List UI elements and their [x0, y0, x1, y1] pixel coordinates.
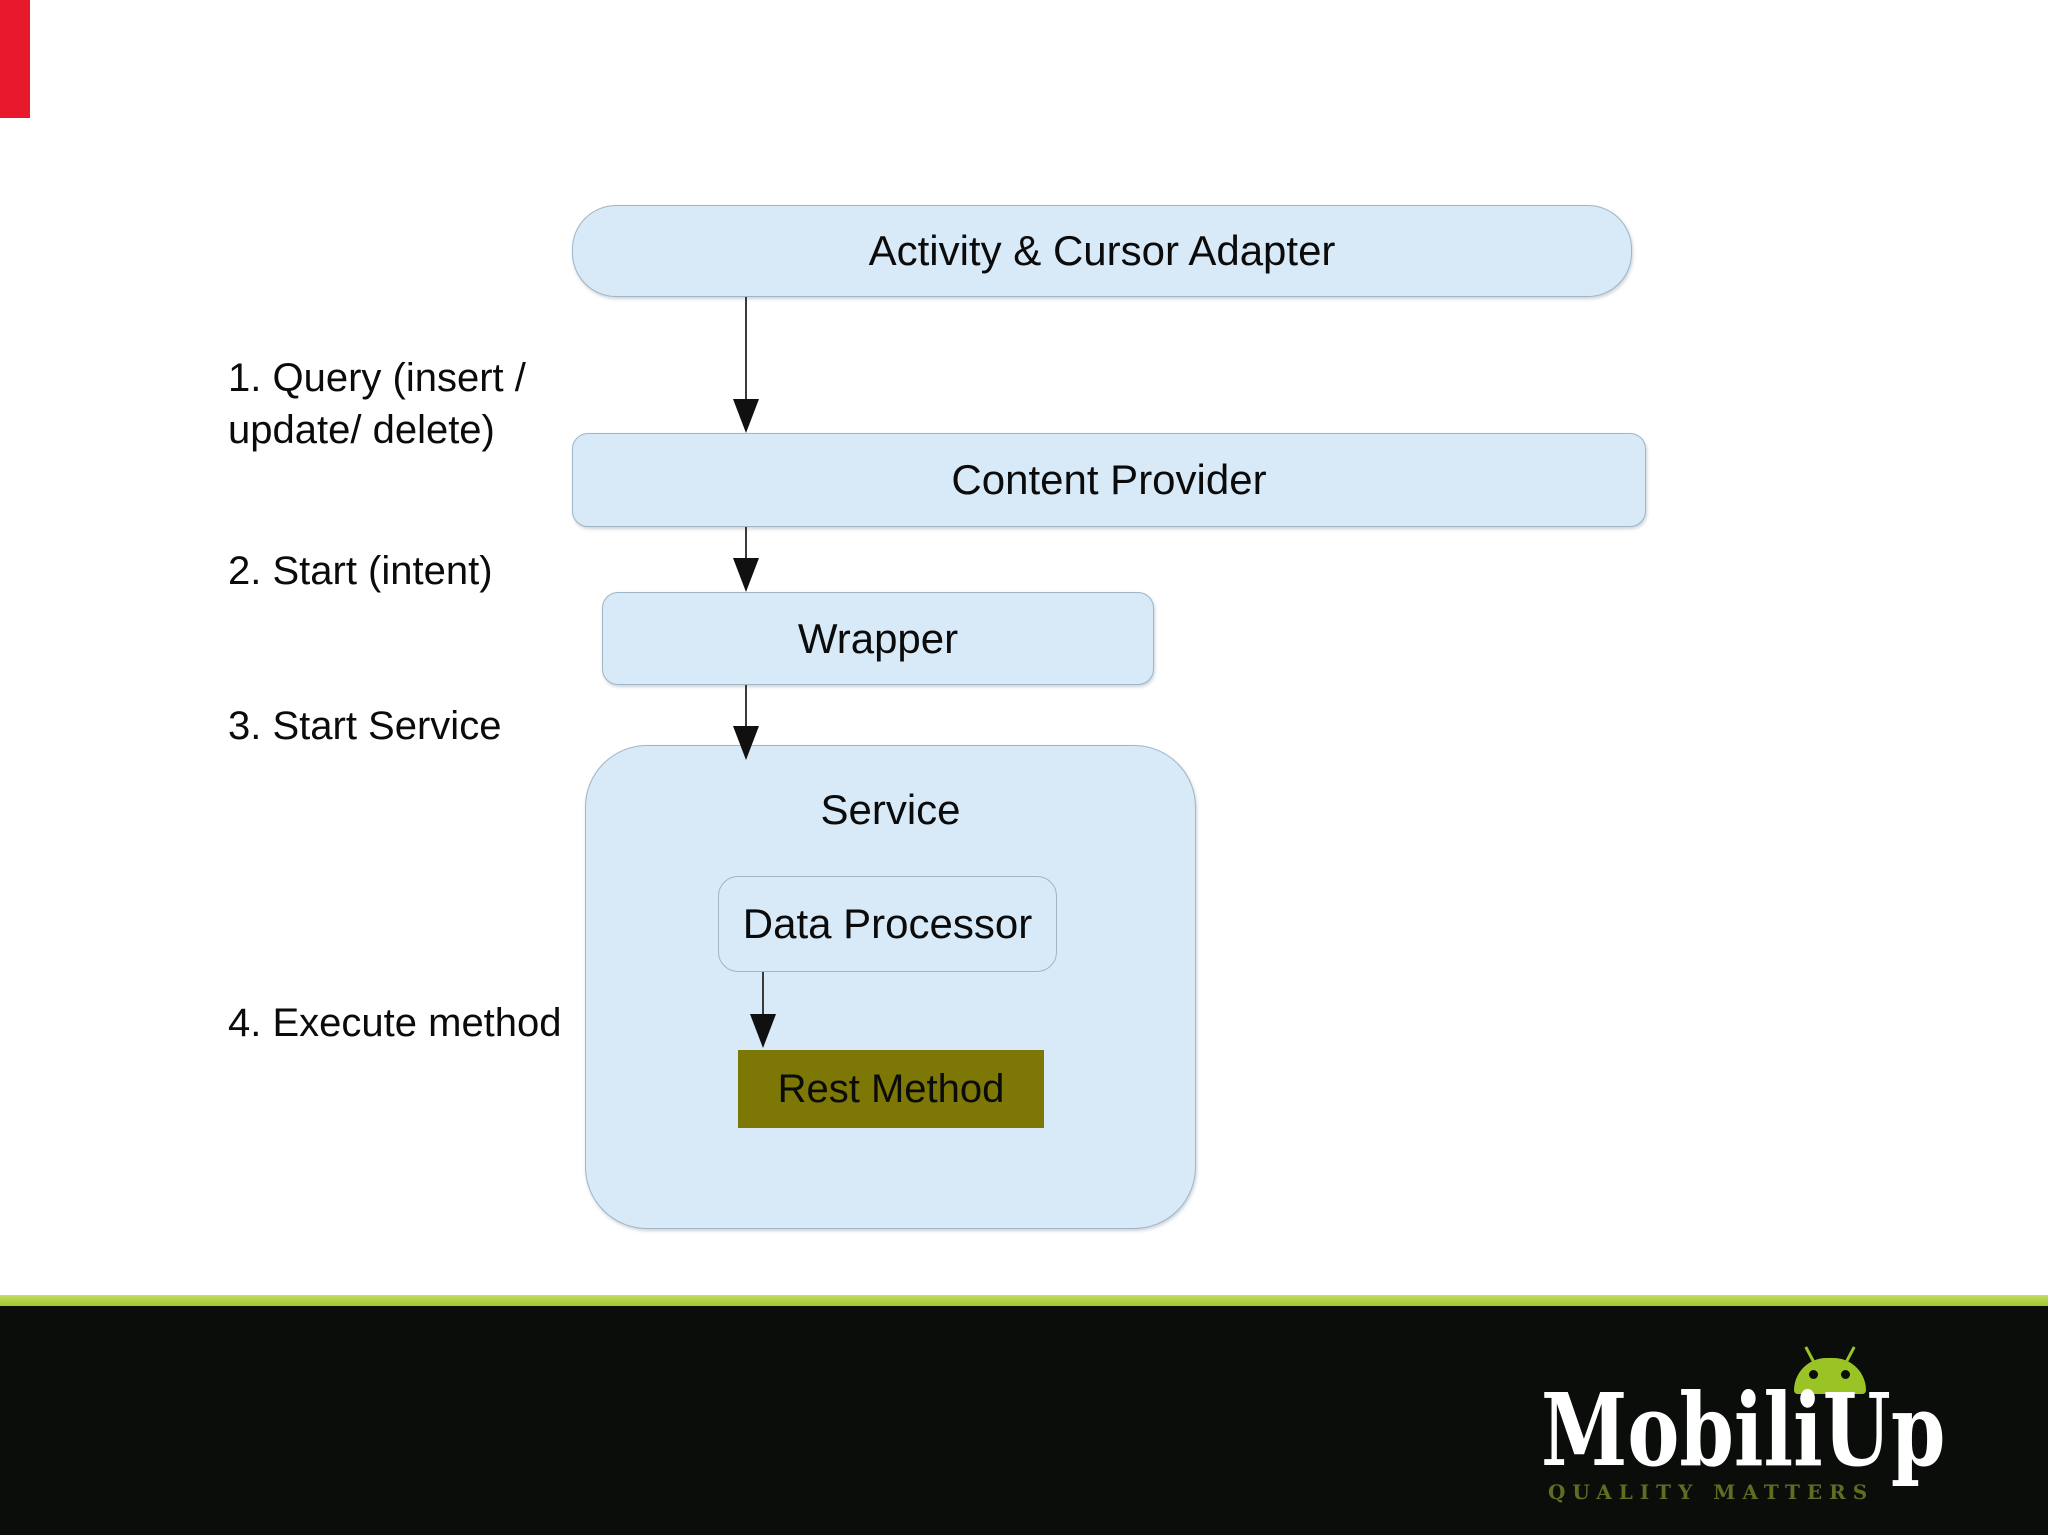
node-wrapper-label: Wrapper: [797, 614, 959, 662]
arrowhead-icon-3: [733, 726, 759, 760]
logo-tagline: QUALITY MATTERS: [1548, 1480, 1875, 1504]
android-eye-right: [1841, 1370, 1850, 1379]
footer: [0, 1306, 2048, 1535]
connector-line-2: [745, 527, 747, 558]
step-label-1-line-1: 1. Query (insert /: [228, 356, 526, 400]
connector-line-4: [762, 972, 764, 1014]
arrowhead-icon-2: [733, 558, 759, 592]
android-eye-left: [1809, 1370, 1818, 1379]
node-activity-label: Activity & Cursor Adapter: [868, 227, 1336, 274]
node-data-processor-label: Data Processor: [742, 900, 1033, 947]
corner-mark: [0, 0, 30, 118]
step-label-2: 2. Start (intent): [228, 545, 493, 597]
logo-wordmark: MobiliUp: [1541, 1380, 1945, 1480]
step-label-1-line-2: update/ delete): [228, 408, 495, 452]
node-data-processor: Data Processor: [718, 876, 1057, 972]
node-service-label: Service: [820, 786, 961, 833]
step-label-2-line-1: 2. Start (intent): [228, 549, 493, 593]
step-label-3-line-1: 3. Start Service: [228, 704, 502, 748]
arrowhead-icon-4: [750, 1014, 776, 1048]
node-activity-cursor-adapter: Activity & Cursor Adapter: [572, 205, 1632, 297]
logo-wordmark-part2: Up: [1822, 1371, 1946, 1489]
node-content-provider-label: Content Provider: [951, 456, 1267, 503]
step-label-4-line-1: 4. Execute method: [228, 1001, 562, 1045]
node-service: Service: [585, 745, 1196, 1229]
connector-line-1: [745, 297, 747, 399]
step-label-4: 4. Execute method: [228, 997, 562, 1049]
footer-accent-bar: [0, 1295, 2048, 1306]
node-content-provider: Content Provider: [572, 433, 1646, 527]
arrowhead-icon-1: [733, 399, 759, 433]
logo-wordmark-part1: Mobili: [1541, 1371, 1823, 1489]
connector-line-3: [745, 685, 747, 726]
node-rest-method-label: Rest Method: [777, 1066, 1005, 1111]
step-label-1: 1. Query (insert / update/ delete): [228, 352, 526, 456]
node-rest-method: Rest Method: [738, 1050, 1044, 1128]
step-label-3: 3. Start Service: [228, 700, 501, 752]
node-wrapper: Wrapper: [602, 592, 1154, 685]
